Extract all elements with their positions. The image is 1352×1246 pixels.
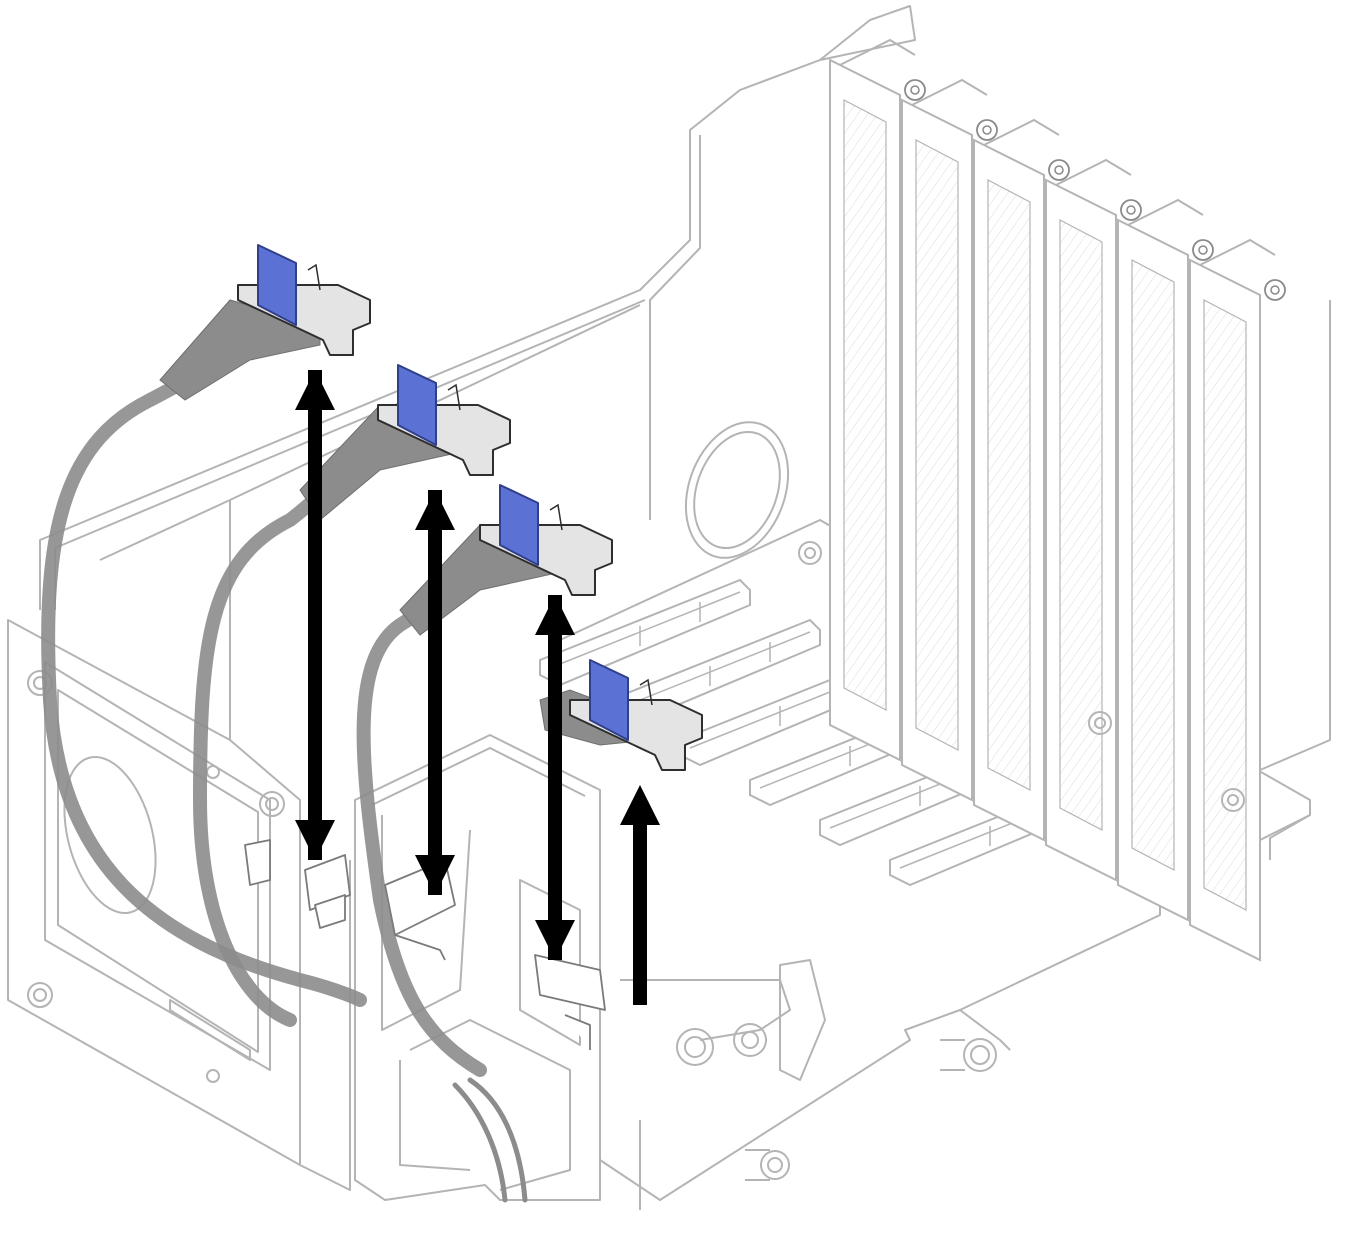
pull-tab [397,364,437,446]
receptacle [534,954,606,1050]
pcie-slot [539,578,751,687]
removal-arrows [295,370,660,1005]
thumbscrew-icon [733,1023,767,1057]
thumbscrew-icon [963,1038,997,1072]
screw-icon [1088,711,1112,735]
thumbscrew-icon [760,1150,790,1180]
pcie-bracket [973,118,1070,842]
pcie-bracket [829,38,926,762]
board-screws [798,541,1245,812]
screw-icon [1120,199,1142,221]
screw-icon [976,119,998,141]
front-bracket-plate [7,619,351,1191]
screw-icon [798,541,822,565]
cable-connector [237,244,371,356]
pcie-bracket [1189,238,1286,962]
pcie-bracket [1117,198,1214,922]
bracket-frame [829,60,1331,771]
pull-tab [257,244,297,326]
receptacle [244,839,351,929]
latch-assembly [620,959,997,1181]
screw-icon [1264,279,1286,301]
screw-icon [904,79,926,101]
pull-tab [589,659,629,741]
arrow-up-icon [535,595,575,960]
arrow-up-icon [620,785,660,1005]
cable-connectors [237,244,703,771]
cable-connector [377,364,511,476]
thumbscrew-icon [676,1028,714,1066]
pull-tab [499,484,539,566]
cable-connector [569,659,703,771]
screw-icon [1192,239,1214,261]
screw-icon [1048,159,1070,181]
arrow-up-icon [415,490,455,895]
pcie-brackets [829,38,1331,962]
screw-icon [1221,788,1245,812]
pcie-bracket [1045,158,1142,882]
cable-connector [479,484,613,596]
pcie-bracket [901,78,998,802]
arrow-up-icon [295,370,335,860]
